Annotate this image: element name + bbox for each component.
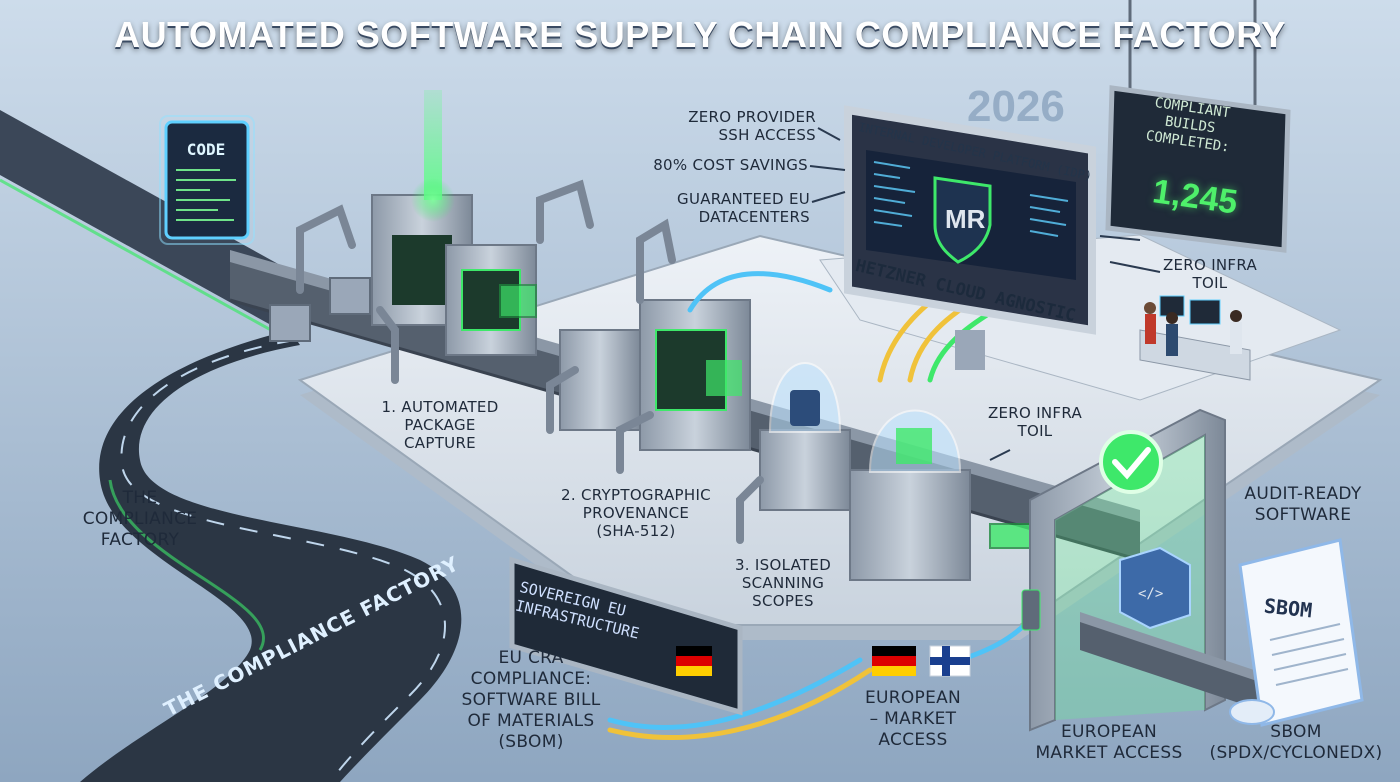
code-screen-label: CODE <box>186 140 226 159</box>
isolation-domes <box>759 362 971 581</box>
year-label: 2026 <box>967 82 1065 131</box>
european-market-access-mid: EUROPEAN – MARKET ACCESS <box>864 688 962 750</box>
provenance-machine <box>559 299 751 451</box>
step-isolated-scanning: 3. ISOLATED SCANNING SCOPES <box>734 556 832 610</box>
callout-zero-infra-toil-right: ZERO INFRA TOIL <box>1162 256 1258 292</box>
compliance-road <box>0 110 462 782</box>
sovereign-infrastructure-sign <box>509 556 743 716</box>
finnish-flag <box>929 645 971 677</box>
sbom-scroll-label: SBOM <box>1262 593 1314 623</box>
builds-counter-board <box>1105 0 1291 253</box>
callout-cost-savings: 80% COST SAVINGS <box>653 156 808 174</box>
robot-arms <box>296 179 764 544</box>
callout-ssh-access: ZERO PROVIDER SSH ACCESS <box>688 108 816 144</box>
monitor-logo: MR <box>945 204 986 234</box>
audit-ready-package: </> <box>1080 546 1260 710</box>
step-cryptographic-provenance: 2. CRYPTOGRAPHIC PROVENANCE (SHA-512) <box>561 486 711 540</box>
callout-pointers <box>809 127 1161 461</box>
operators-desk <box>1139 295 1251 381</box>
svg-text:</>: </> <box>1138 586 1163 602</box>
sbom-formats-label: SBOM (SPDX/CYCLONEDX) <box>1209 722 1383 763</box>
step-package-capture: 1. AUTOMATED PACKAGE CAPTURE <box>381 398 499 452</box>
factory-name-label: THE COMPLIANCE FACTORY <box>82 488 198 550</box>
code-screen <box>159 115 255 245</box>
sbom-scroll <box>1229 538 1364 727</box>
packages <box>269 277 1031 549</box>
eu-cra-compliance-label: EU CRA COMPLIANCE: SOFTWARE BILL OF MATE… <box>461 648 601 752</box>
page-title: AUTOMATED SOFTWARE SUPPLY CHAIN COMPLIAN… <box>114 14 1286 55</box>
audit-ready-software-label: AUDIT-READY SOFTWARE <box>1244 484 1362 525</box>
german-flag <box>872 646 916 676</box>
idp-monitor: MR <box>844 105 1096 370</box>
callout-zero-infra-toil-mid: ZERO INFRA TOIL <box>987 404 1083 440</box>
callout-eu-datacenters: GUARANTEED EU DATACENTERS <box>677 190 810 226</box>
european-market-access-right: EUROPEAN MARKET ACCESS <box>1035 722 1183 763</box>
